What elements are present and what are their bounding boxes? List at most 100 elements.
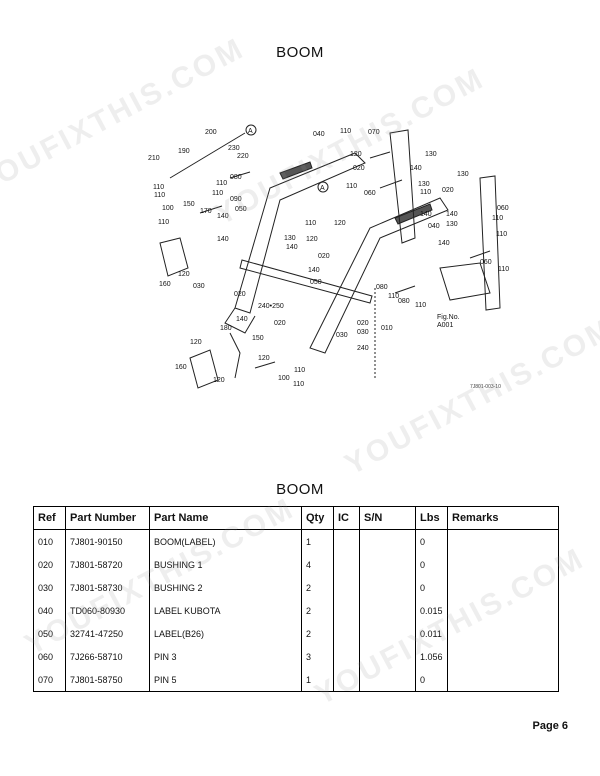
diagram-callout: 110 xyxy=(346,183,357,190)
cell-lbs: 0.015 xyxy=(415,599,448,622)
table-header-row: Ref Part Number Part Name Qty IC S/N Lbs… xyxy=(33,506,559,530)
mount-bracket-left xyxy=(389,129,416,244)
column-header-part-number: Part Number xyxy=(65,506,150,530)
diagram-callout: 110 xyxy=(154,192,165,199)
pin-4 xyxy=(394,285,416,294)
boom-parts-diagram: 200 190 210 230 220 040 110 070 130 120 … xyxy=(140,118,540,398)
column-header-lbs: Lbs xyxy=(415,506,448,530)
cell-part-name: PIN 5 xyxy=(149,668,302,692)
diagram-callout: 060 xyxy=(497,205,509,212)
diagram-callout: 110 xyxy=(294,367,305,374)
diagram-callout: 080 xyxy=(376,284,388,291)
cell-lbs: 0 xyxy=(415,529,448,553)
left-boom-lower xyxy=(224,307,256,334)
cell-remarks xyxy=(447,553,559,576)
pin-5 xyxy=(254,361,276,369)
cell-sn xyxy=(359,599,416,622)
cell-part-name: LABEL(B26) xyxy=(149,622,302,645)
diagram-callout: 210 xyxy=(148,155,160,162)
diagram-callout: 030 xyxy=(193,283,205,290)
table-row: 070 7J801-58750 PIN 5 1 0 xyxy=(33,668,559,692)
cell-remarks xyxy=(447,529,559,553)
left-boom-label xyxy=(279,161,313,180)
diagram-callout: 120 xyxy=(334,220,346,227)
cell-ic xyxy=(333,553,360,576)
diagram-callout: 100 xyxy=(278,375,290,382)
diagram-callout: 240•250 xyxy=(258,303,284,310)
diagram-callout: 120 xyxy=(350,151,362,158)
table-row: 010 7J801-90150 BOOM(LABEL) 1 0 xyxy=(33,529,559,553)
diagram-callout: 040 xyxy=(313,131,325,138)
diagram-callout: 020 xyxy=(274,320,286,327)
diagram-callout: 110 xyxy=(340,128,351,135)
diagram-callout: 140 xyxy=(308,267,320,274)
diagram-fig-no: A001 xyxy=(437,322,453,329)
cell-ic xyxy=(333,668,360,692)
pin-3 xyxy=(379,179,403,189)
cell-part-number: 32741-47250 xyxy=(65,622,150,645)
diagram-callout: 070 xyxy=(368,129,380,136)
page-number: Page 6 xyxy=(532,720,568,732)
cell-ic xyxy=(333,576,360,599)
diagram-callout: 160 xyxy=(175,364,187,371)
cell-sn xyxy=(359,668,416,692)
column-header-ref: Ref xyxy=(33,506,66,530)
cell-ref: 040 xyxy=(33,599,66,622)
cell-ref: 050 xyxy=(33,622,66,645)
cell-ic xyxy=(333,599,360,622)
cell-part-name: BUSHING 2 xyxy=(149,576,302,599)
ref-letter-a-mid: A xyxy=(320,185,325,192)
parts-table: Ref Part Number Part Name Qty IC S/N Lbs… xyxy=(33,506,559,692)
column-header-part-name: Part Name xyxy=(149,506,302,530)
column-header-remarks: Remarks xyxy=(447,506,559,530)
cell-part-number: 7J801-58750 xyxy=(65,668,150,692)
cell-lbs: 0 xyxy=(415,576,448,599)
cell-part-name: BOOM(LABEL) xyxy=(149,529,302,553)
pin-1 xyxy=(229,171,251,179)
diagram-code: 7J801-003-10 xyxy=(470,384,501,390)
cell-lbs: 0.011 xyxy=(415,622,448,645)
diagram-callout: 110 xyxy=(293,381,304,388)
link-plate-left-top xyxy=(159,237,189,277)
link-lower-left xyxy=(229,332,241,379)
cell-part-name: BUSHING 1 xyxy=(149,553,302,576)
ref-letter-a-top: A xyxy=(248,128,253,135)
cell-remarks xyxy=(447,599,559,622)
cell-sn xyxy=(359,645,416,668)
cell-ref: 070 xyxy=(33,668,66,692)
cell-part-number: 7J801-58730 xyxy=(65,576,150,599)
top-rod xyxy=(169,132,246,179)
diagram-callout: 110 xyxy=(492,215,503,222)
mount-bracket-right xyxy=(479,175,501,311)
diagram-callout: 020 xyxy=(442,187,454,194)
column-header-ic: IC xyxy=(333,506,360,530)
diagram-callout: 140 xyxy=(286,244,298,251)
right-boom-arm xyxy=(309,197,449,354)
cell-qty: 2 xyxy=(301,599,334,622)
diagram-callout: 120 xyxy=(178,271,190,278)
cell-lbs: 0 xyxy=(415,553,448,576)
diagram-callout: 110 xyxy=(216,180,227,187)
diagram-callout: 140 xyxy=(438,240,450,247)
diagram-callout: 060 xyxy=(364,190,376,197)
diagram-callout: 090 xyxy=(230,196,242,203)
diagram-callout: 200 xyxy=(205,129,217,136)
diagram-callout: 110 xyxy=(212,190,223,197)
cell-ref: 010 xyxy=(33,529,66,553)
diagram-callout: 110 xyxy=(153,184,164,191)
cell-sn xyxy=(359,553,416,576)
cell-ic xyxy=(333,645,360,668)
ref-circle-a-top xyxy=(245,124,257,136)
diagram-callout: 220 xyxy=(237,153,249,160)
cell-lbs: 1.056 xyxy=(415,645,448,668)
diagram-callout: 040 xyxy=(428,223,440,230)
diagram-callout: 130 xyxy=(284,235,296,242)
table-row: 060 7J266-58710 PIN 3 3 1.056 xyxy=(33,645,559,668)
diagram-callout: 230 xyxy=(228,145,240,152)
pin-2 xyxy=(369,151,391,159)
cell-remarks xyxy=(447,622,559,645)
cell-ic xyxy=(333,529,360,553)
diagram-callout: 240 xyxy=(357,345,369,352)
cell-part-name: PIN 3 xyxy=(149,645,302,668)
diagram-callout: 020 xyxy=(353,165,365,172)
